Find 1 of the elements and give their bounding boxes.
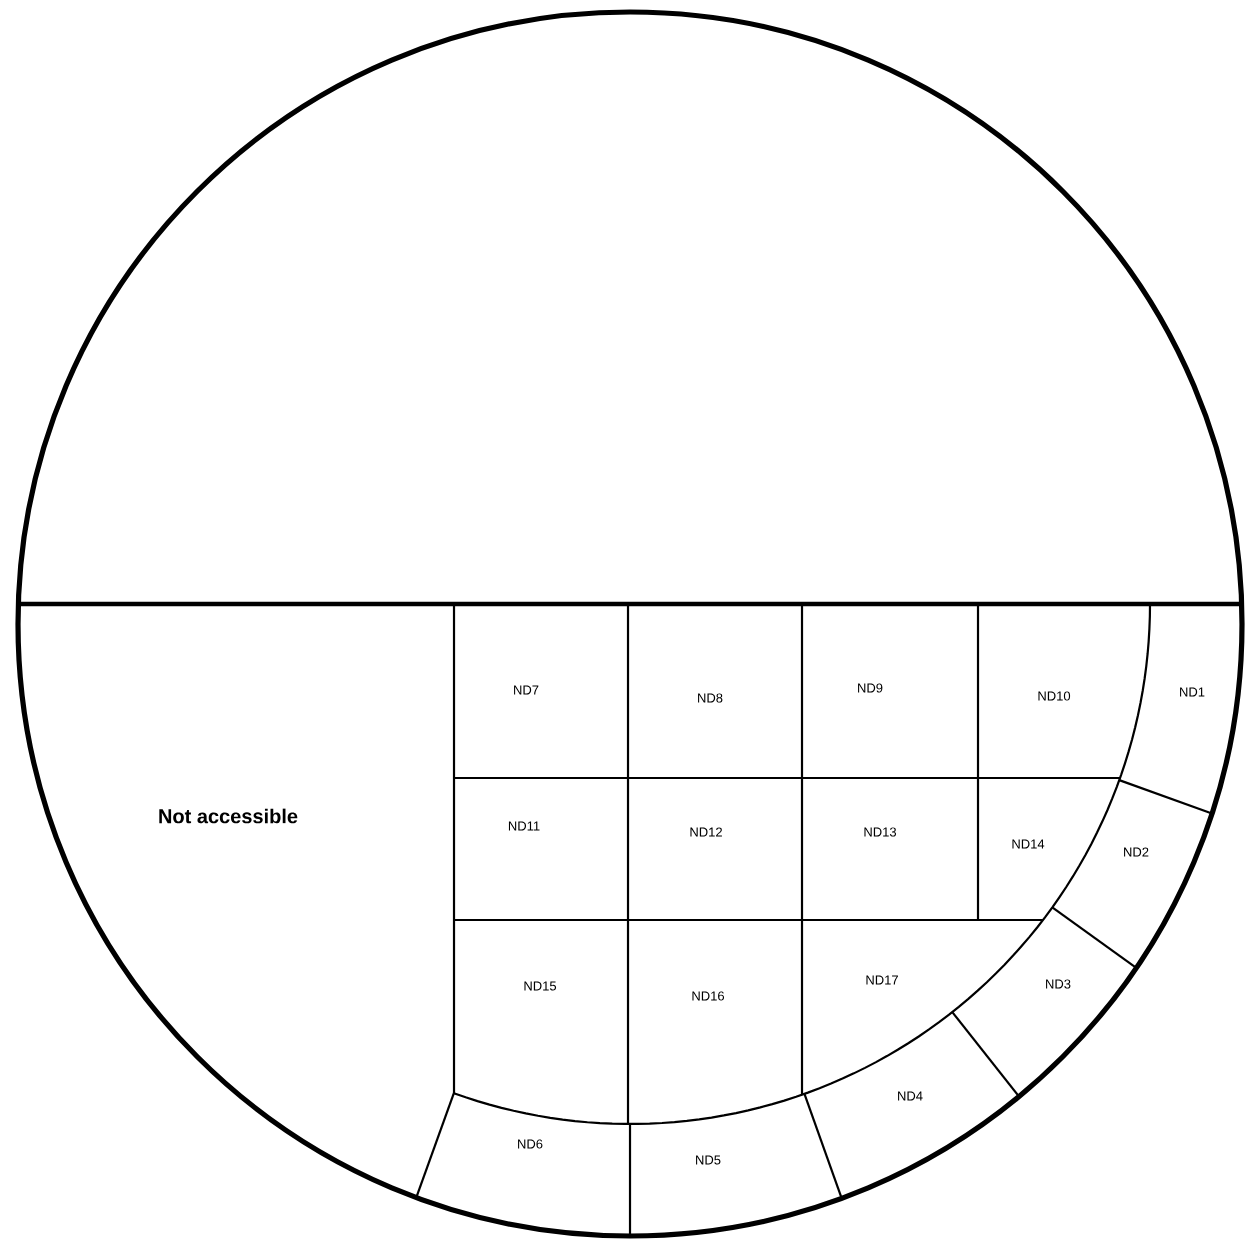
region-label: Not accessible <box>159 808 298 824</box>
